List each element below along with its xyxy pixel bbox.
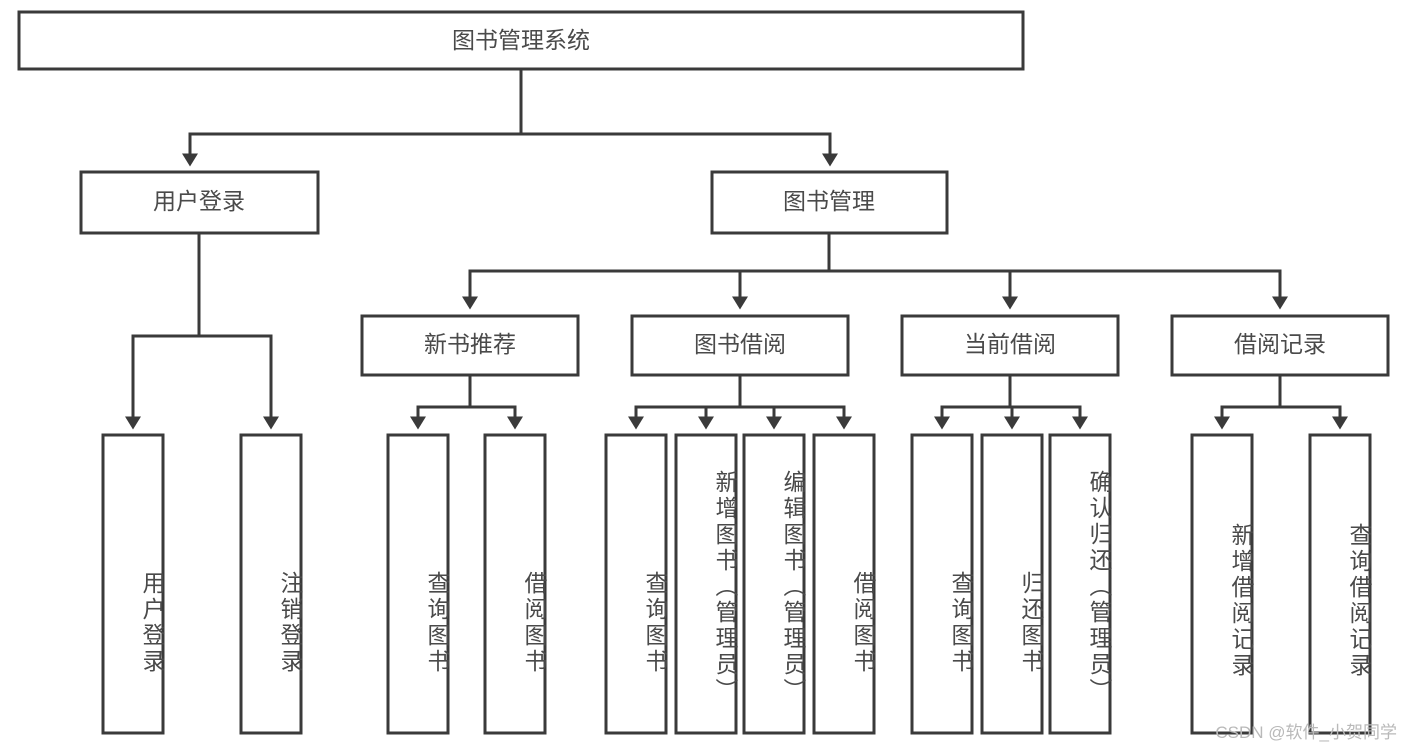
connector-current-to-leaves xyxy=(934,373,1088,430)
leaf-box-group xyxy=(101,433,1372,735)
leaf-box[interactable] xyxy=(386,433,450,735)
leaf-box[interactable] xyxy=(812,433,876,735)
leaf-box[interactable] xyxy=(1308,433,1372,735)
node-new-book-recommend[interactable]: 新书推荐 xyxy=(360,314,580,377)
node-book-management[interactable]: 图书管理 xyxy=(710,170,949,235)
leaf-box[interactable] xyxy=(910,433,974,735)
node-book-borrow-label: 图书借阅 xyxy=(694,331,786,357)
node-borrow-record[interactable]: 借阅记录 xyxy=(1170,314,1390,377)
leaf-box[interactable] xyxy=(742,433,806,735)
node-book-management-label: 图书管理 xyxy=(783,188,875,214)
node-user-login-label: 用户登录 xyxy=(153,188,245,214)
node-new-book-recommend-label: 新书推荐 xyxy=(424,331,516,357)
node-book-borrow[interactable]: 图书借阅 xyxy=(630,314,850,377)
connector-borrow-to-leaves xyxy=(628,373,852,430)
connector-bookmgmt-to-level3 xyxy=(462,231,1288,310)
connector-newbook-to-leaves xyxy=(410,373,523,430)
leaf-box[interactable] xyxy=(604,433,668,735)
leaf-box[interactable] xyxy=(1190,433,1254,735)
node-current-borrow-label: 当前借阅 xyxy=(964,331,1056,357)
connector-root-to-level2 xyxy=(182,67,838,167)
node-current-borrow[interactable]: 当前借阅 xyxy=(900,314,1120,377)
node-borrow-record-label: 借阅记录 xyxy=(1234,331,1326,357)
leaf-box[interactable] xyxy=(101,433,165,735)
csdn-watermark: CSDN @软件_小贺同学 xyxy=(1215,723,1397,742)
node-root-label: 图书管理系统 xyxy=(452,27,590,53)
node-user-login[interactable]: 用户登录 xyxy=(79,170,320,235)
connector-record-to-leaves xyxy=(1214,373,1348,430)
leaf-box[interactable] xyxy=(674,433,738,735)
connector-userlogin-to-leaves xyxy=(125,231,279,430)
leaf-box[interactable] xyxy=(980,433,1044,735)
leaf-box[interactable] xyxy=(239,433,303,735)
leaf-box[interactable] xyxy=(1048,433,1112,735)
leaf-box[interactable] xyxy=(483,433,547,735)
node-root[interactable]: 图书管理系统 xyxy=(17,10,1025,71)
